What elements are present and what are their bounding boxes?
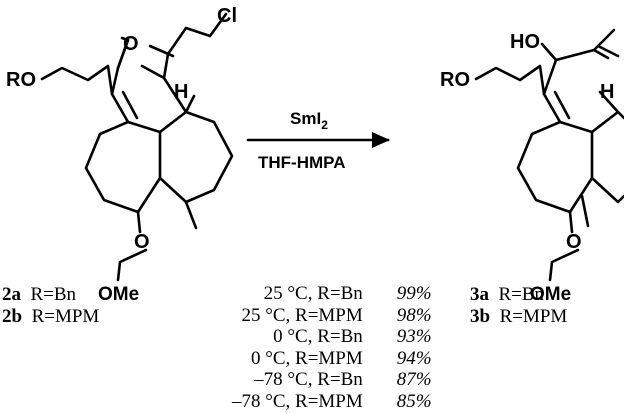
- left-carbonyl-o-label: O: [123, 33, 139, 55]
- product-3a: 3a R=Bn: [470, 284, 545, 305]
- reaction-arrow: [246, 132, 390, 148]
- product-3b: 3b R=MPM: [470, 306, 568, 327]
- right-ome-label: OMe: [530, 284, 571, 305]
- right-h-label: H: [600, 81, 614, 103]
- left-ro-label: RO: [6, 69, 36, 91]
- product-structure: [474, 28, 624, 282]
- starting-material-2a: 2a R=Bn: [2, 284, 77, 305]
- right-ro-label: RO: [440, 69, 470, 91]
- starting-material-structure: [40, 12, 234, 282]
- left-h-label: H: [174, 81, 188, 103]
- right-ho-label: HO: [510, 31, 540, 53]
- reagent-label: SmI2: [290, 109, 328, 132]
- right-ether-o-label: O: [566, 231, 582, 253]
- solvent-label: THF-HMPA: [258, 153, 346, 172]
- left-ome-label: OMe: [98, 284, 139, 305]
- starting-material-2b: 2b R=MPM: [2, 306, 100, 327]
- left-cl-label: Cl: [217, 5, 237, 27]
- left-ether-o-label: O: [134, 231, 150, 253]
